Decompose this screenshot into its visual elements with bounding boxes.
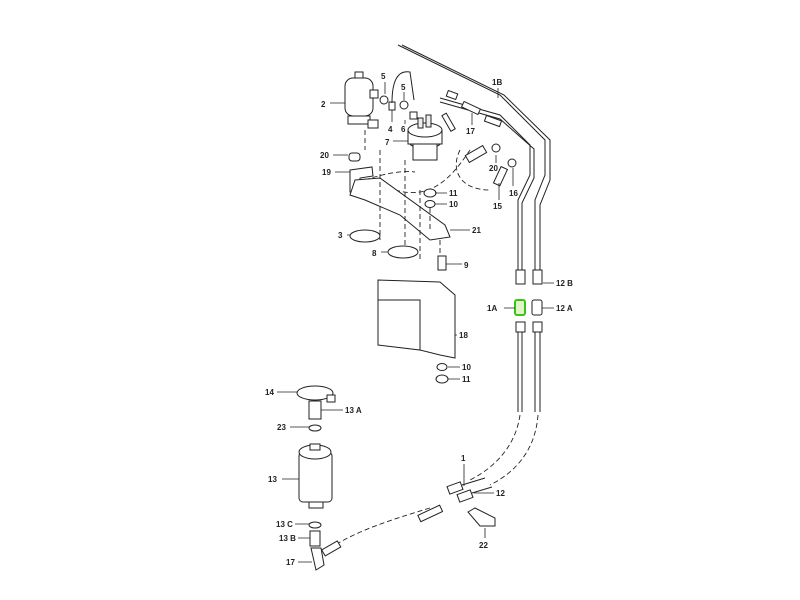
clamp-20b[interactable] bbox=[491, 143, 501, 153]
label-12a: 12 A bbox=[556, 304, 573, 313]
sleeve-12a[interactable] bbox=[531, 299, 543, 316]
bolt-9[interactable] bbox=[437, 255, 447, 271]
washer-13c[interactable] bbox=[308, 521, 322, 529]
fitting-left-top bbox=[515, 269, 526, 285]
pipe-loop bbox=[391, 71, 415, 104]
clamp-20a[interactable] bbox=[348, 152, 361, 162]
sleeve-6[interactable] bbox=[409, 111, 418, 120]
label-13b: 13 B bbox=[279, 534, 296, 543]
elbow-17[interactable] bbox=[310, 547, 325, 571]
label-2: 2 bbox=[321, 100, 326, 109]
pipe-1[interactable] bbox=[461, 477, 486, 486]
label-12: 12 bbox=[496, 489, 505, 498]
label-15: 15 bbox=[493, 202, 502, 211]
washer-23[interactable] bbox=[308, 424, 322, 432]
banjo-4[interactable] bbox=[388, 101, 396, 111]
hose-clamp-8[interactable] bbox=[387, 245, 419, 259]
pipe-12[interactable] bbox=[471, 486, 493, 494]
label-12b: 12 B bbox=[556, 279, 573, 288]
label-5a: 5 bbox=[381, 72, 386, 81]
bracket-21[interactable] bbox=[349, 177, 451, 241]
label-11a: 11 bbox=[449, 189, 458, 198]
label-10b: 10 bbox=[462, 363, 471, 372]
union-13b[interactable] bbox=[309, 530, 321, 547]
seal-5b[interactable] bbox=[399, 100, 409, 110]
nut-11b[interactable] bbox=[435, 374, 449, 384]
label-13c: 13 C bbox=[276, 520, 293, 529]
label-23: 23 bbox=[277, 423, 286, 432]
label-17a: 17 bbox=[466, 127, 475, 136]
washer-10b[interactable] bbox=[436, 363, 448, 371]
label-9: 9 bbox=[464, 261, 469, 270]
label-5b: 5 bbox=[401, 83, 406, 92]
label-21: 21 bbox=[472, 226, 481, 235]
label-7: 7 bbox=[385, 138, 390, 147]
fuel-pump-2[interactable] bbox=[344, 71, 379, 129]
label-1: 1 bbox=[461, 454, 466, 463]
union-13a[interactable] bbox=[308, 400, 322, 420]
label-6: 6 bbox=[401, 125, 406, 134]
label-18: 18 bbox=[459, 331, 468, 340]
hose-17[interactable] bbox=[460, 100, 482, 116]
label-1b: 1B bbox=[492, 78, 502, 87]
clamp-16[interactable] bbox=[507, 158, 517, 168]
label-10a: 10 bbox=[449, 200, 458, 209]
nut-11a[interactable] bbox=[423, 188, 437, 198]
fuel-line-1b[interactable] bbox=[397, 44, 551, 270]
label-22: 22 bbox=[479, 541, 488, 550]
label-13: 13 bbox=[268, 475, 277, 484]
fuel-filter-13[interactable] bbox=[298, 443, 333, 509]
label-14: 14 bbox=[265, 388, 274, 397]
hose-clamp-3[interactable] bbox=[349, 229, 381, 243]
label-16: 16 bbox=[509, 189, 518, 198]
label-8: 8 bbox=[372, 249, 377, 258]
washer-10a[interactable] bbox=[424, 200, 436, 208]
label-3: 3 bbox=[338, 231, 343, 240]
hose-clamp-14[interactable] bbox=[296, 385, 334, 401]
label-19: 19 bbox=[322, 168, 331, 177]
label-20b: 20 bbox=[489, 164, 498, 173]
label-17b: 17 bbox=[286, 558, 295, 567]
label-13a: 13 A bbox=[345, 406, 362, 415]
label-20a: 20 bbox=[320, 151, 329, 160]
fitting-12b[interactable] bbox=[532, 269, 543, 285]
label-1a: 1A bbox=[487, 304, 497, 313]
label-4: 4 bbox=[388, 125, 393, 134]
label-11b: 11 bbox=[462, 375, 471, 384]
clip-22[interactable] bbox=[467, 507, 496, 527]
seal-5a[interactable] bbox=[379, 95, 389, 105]
hose-15[interactable] bbox=[492, 165, 509, 187]
accumulator-7[interactable] bbox=[407, 114, 443, 161]
sleeve-1a-highlighted[interactable] bbox=[514, 299, 526, 316]
